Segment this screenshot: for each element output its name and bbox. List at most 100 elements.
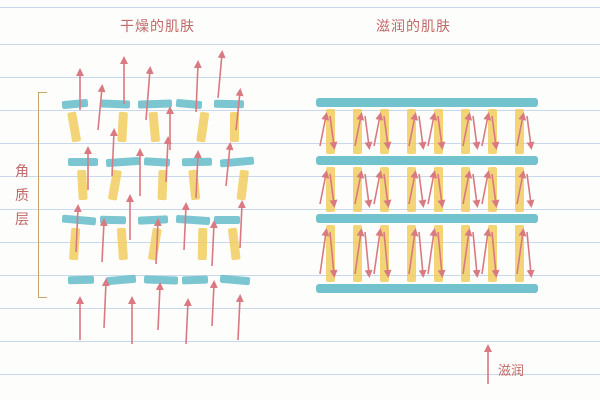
moisture-arrow xyxy=(383,115,392,150)
lipid-segment xyxy=(326,167,335,212)
moisture-arrow xyxy=(97,84,106,131)
skin-cell xyxy=(219,156,255,168)
skin-cell xyxy=(213,99,245,109)
moisture-arrow xyxy=(181,202,190,251)
lipid-segment xyxy=(117,111,128,143)
lipid-segment xyxy=(434,109,443,154)
moisture-arrow xyxy=(209,280,218,327)
stratum-corneum-label: 角 质 层 xyxy=(12,160,32,232)
moisture-arrow xyxy=(101,278,110,329)
skin-cell xyxy=(181,275,209,285)
lipid-segment xyxy=(380,167,389,212)
lipid-segment xyxy=(488,167,497,212)
moisture-arrow xyxy=(193,60,202,113)
moisture-arrow xyxy=(235,88,244,131)
moisture-arrow xyxy=(462,112,473,147)
moisture-arrow xyxy=(491,231,500,278)
lipid-segment xyxy=(157,169,168,201)
moisture-arrow xyxy=(418,173,427,208)
moisture-arrow xyxy=(193,150,202,199)
moisture-arrow xyxy=(472,173,481,208)
moisture-arrow xyxy=(183,298,192,345)
dry-skin-title: 干燥的肌肤 xyxy=(120,19,195,35)
moisture-arrow xyxy=(225,142,234,187)
legend-label: 滋润 xyxy=(498,364,525,379)
moisture-arrow xyxy=(329,173,338,208)
side-label-char: 层 xyxy=(15,212,29,228)
moisture-arrow xyxy=(472,231,481,278)
moisture-arrow xyxy=(408,228,419,275)
moisture-arrow xyxy=(373,170,384,205)
moisture-arrow xyxy=(155,282,164,331)
moisture-arrow xyxy=(235,294,244,341)
moisture-arrow xyxy=(481,112,492,147)
moisture-arrow xyxy=(526,173,535,208)
skin-cell xyxy=(137,215,169,225)
moisture-arrow xyxy=(373,228,384,275)
moist-skin-title: 滋润的肌肤 xyxy=(376,19,451,35)
stratum-corneum-bracket xyxy=(38,92,47,298)
moisture-arrow xyxy=(481,170,492,205)
skin-cell xyxy=(143,157,171,167)
moisture-arrow xyxy=(145,66,154,121)
moisture-arrow xyxy=(418,115,427,150)
lipid-segment xyxy=(69,227,81,261)
moisture-arrow xyxy=(472,115,481,150)
moisture-arrow xyxy=(437,115,446,150)
lipid-segment xyxy=(236,169,249,201)
skin-cell xyxy=(105,156,141,168)
moisture-arrow xyxy=(354,112,365,147)
moisture-arrow xyxy=(526,231,535,278)
moisture-arrow xyxy=(427,170,438,205)
moisture-arrow xyxy=(408,170,419,205)
lipid-segment xyxy=(434,167,443,212)
moisture-arrow xyxy=(481,228,492,275)
lipid-segment xyxy=(148,111,160,143)
skin-cell xyxy=(137,99,173,109)
moisture-arrow xyxy=(329,231,338,278)
moisture-arrow xyxy=(109,128,118,177)
moisture-arrow xyxy=(516,112,527,147)
lipid-segment xyxy=(380,109,389,154)
lipid-segment xyxy=(188,169,201,201)
moisture-arrow xyxy=(491,115,500,150)
skin-cell xyxy=(214,216,240,224)
moisture-arrow xyxy=(383,173,392,208)
moisture-arrow xyxy=(462,170,473,205)
moisture-arrow xyxy=(364,231,373,278)
moisture-arrow xyxy=(354,228,365,275)
skin-cell xyxy=(175,214,211,226)
moisture-arrow xyxy=(437,231,446,278)
lipid-segment xyxy=(116,227,128,261)
skin-cell xyxy=(316,214,538,223)
lipid-segment xyxy=(67,111,81,143)
moisture-arrow xyxy=(427,112,438,147)
moisture-arrow xyxy=(437,173,446,208)
moisture-arrow xyxy=(364,173,373,208)
moisture-arrow xyxy=(329,115,338,150)
skin-cell xyxy=(175,99,203,109)
moisture-arrow xyxy=(163,136,172,183)
skin-cell xyxy=(316,156,538,165)
moisture-arrow xyxy=(319,112,330,147)
moisture-arrow xyxy=(319,228,330,275)
moisture-arrow xyxy=(354,170,365,205)
skin-cell xyxy=(61,214,97,226)
lipid-segment xyxy=(108,169,122,201)
moisture-arrow xyxy=(73,204,82,253)
moisture-arrow xyxy=(217,50,226,99)
moisture-arrow xyxy=(418,231,427,278)
moisture-arrow xyxy=(99,218,108,263)
moisture-arrow xyxy=(209,220,218,267)
skin-cell xyxy=(99,99,131,109)
moisture-arrow xyxy=(153,218,162,265)
moisture-arrow xyxy=(526,115,535,150)
skin-cell xyxy=(67,275,95,285)
skin-cell xyxy=(316,98,538,107)
lipid-segment xyxy=(326,109,335,154)
moisture-arrow xyxy=(408,112,419,147)
moisture-arrow xyxy=(516,228,527,275)
skin-cell xyxy=(219,274,251,286)
moisture-arrow xyxy=(383,231,392,278)
